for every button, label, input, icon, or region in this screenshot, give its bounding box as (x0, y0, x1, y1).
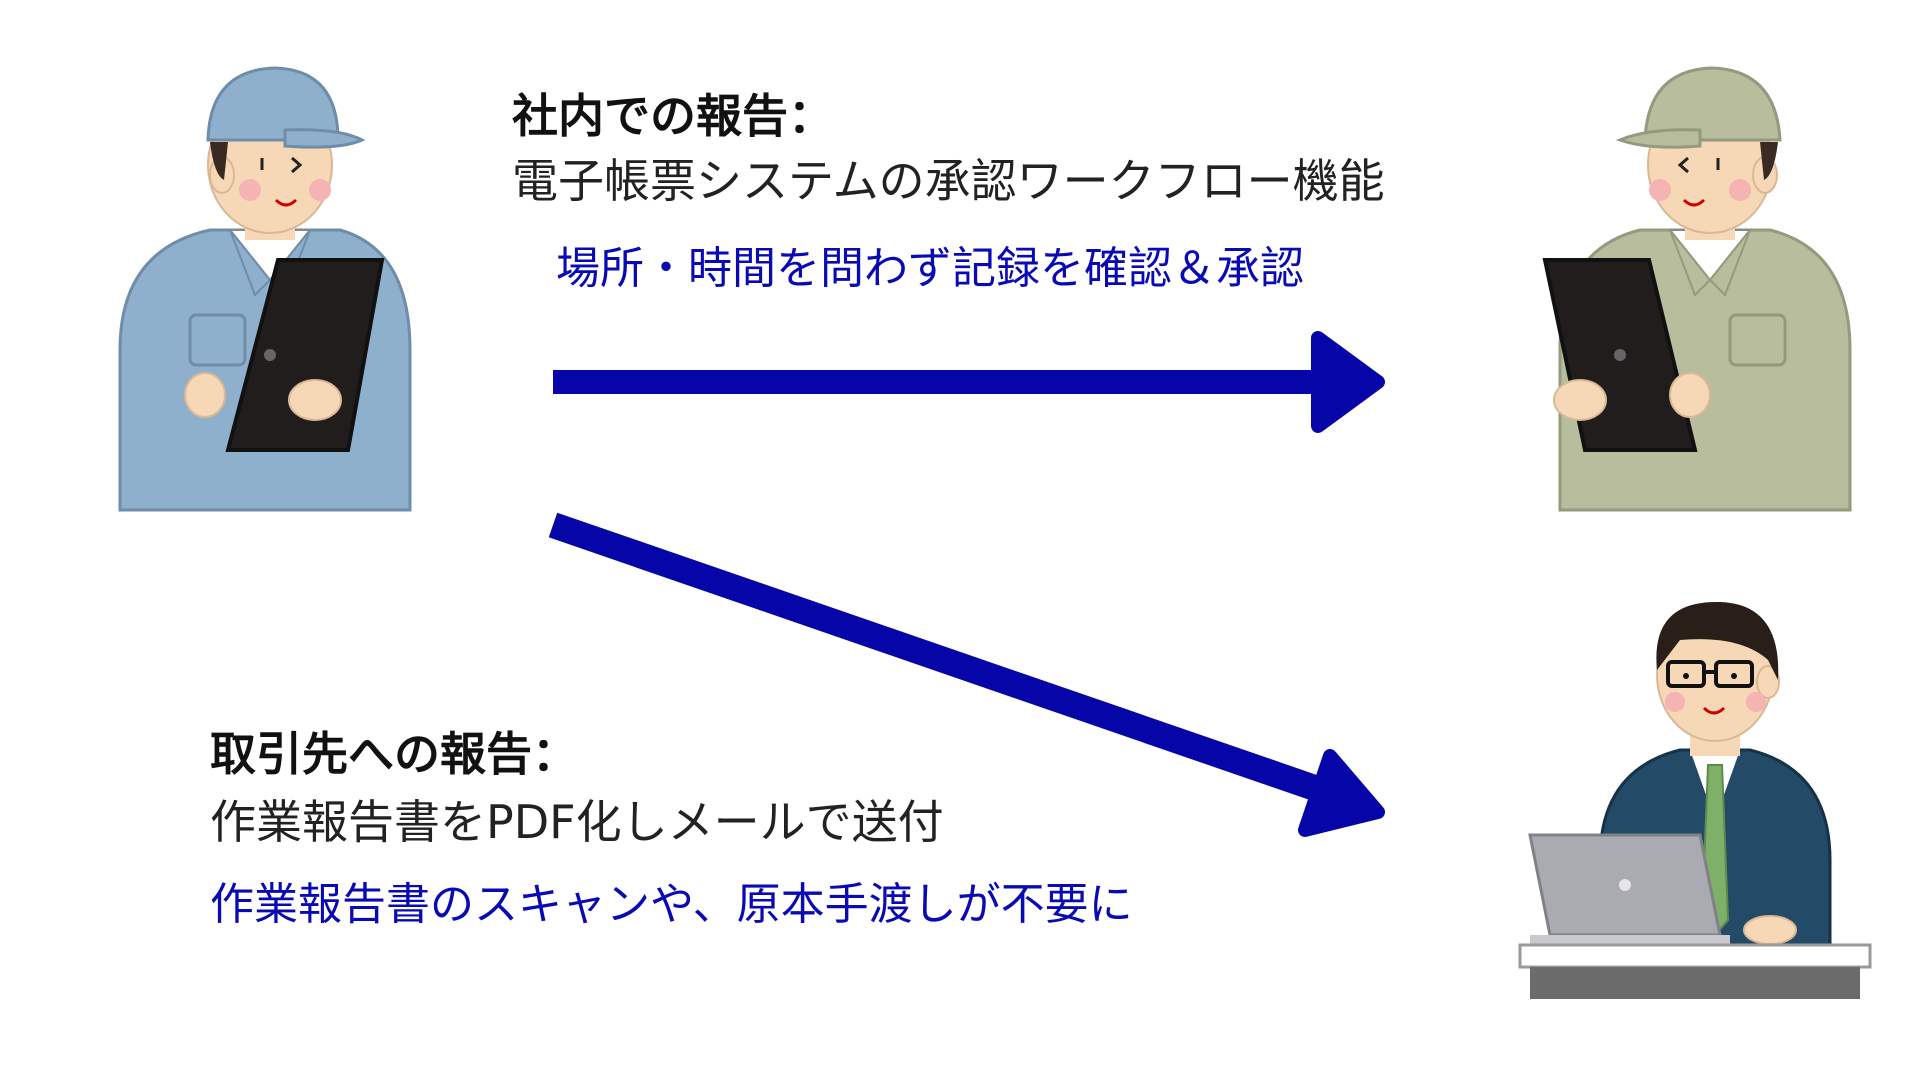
internal-report-heading: 社内での報告： (512, 89, 834, 143)
client-report-method: 作業報告書をPDF化しメールで送付 (210, 795, 944, 849)
arrow-to-client (548, 512, 1385, 837)
arrow-to-internal-approver (553, 331, 1385, 433)
businessman-with-laptop-icon (1518, 601, 1872, 999)
worker-with-tablet-icon (1542, 66, 1852, 512)
internal-report-benefit: 場所・時間を問わず記録を確認＆承認 (556, 243, 1304, 294)
internal-report-method: 電子帳票システムの承認ワークフロー機能 (512, 154, 1385, 208)
worker-with-tablet-icon (118, 66, 412, 512)
client-report-heading: 取引先への報告： (210, 727, 578, 781)
client-report-benefit: 作業報告書のスキャンや、原本手渡しが不要に (210, 879, 1133, 930)
